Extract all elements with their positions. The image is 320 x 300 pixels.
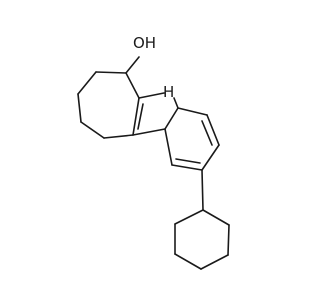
amine-hydrogen-label: H bbox=[163, 83, 174, 101]
atom-labels: OH H bbox=[133, 34, 174, 101]
bonds bbox=[77, 56, 230, 270]
bond bbox=[201, 120, 213, 146]
bond bbox=[77, 71, 97, 95]
bond bbox=[201, 144, 220, 171]
molecule-structure: OH H bbox=[77, 34, 230, 270]
bond bbox=[174, 253, 202, 270]
bond bbox=[137, 103, 144, 130]
bond bbox=[125, 72, 140, 99]
bond bbox=[138, 92, 165, 99]
bond bbox=[95, 71, 127, 74]
bond bbox=[174, 209, 204, 225]
bond bbox=[80, 121, 105, 139]
bond bbox=[175, 158, 201, 164]
bond bbox=[164, 107, 179, 130]
bond bbox=[177, 107, 208, 116]
bond bbox=[77, 93, 82, 123]
bond bbox=[200, 254, 229, 270]
hydroxyl-label: OH bbox=[133, 34, 156, 52]
structure-canvas: OH H bbox=[77, 34, 230, 270]
bond bbox=[201, 169, 204, 211]
bond bbox=[173, 97, 179, 109]
bond bbox=[103, 134, 134, 139]
bond bbox=[171, 164, 203, 171]
bond bbox=[132, 97, 140, 136]
bond bbox=[202, 209, 230, 226]
bond bbox=[164, 128, 173, 166]
bond bbox=[206, 114, 220, 146]
bond bbox=[125, 56, 140, 74]
bond bbox=[227, 224, 230, 256]
bond bbox=[132, 128, 166, 136]
